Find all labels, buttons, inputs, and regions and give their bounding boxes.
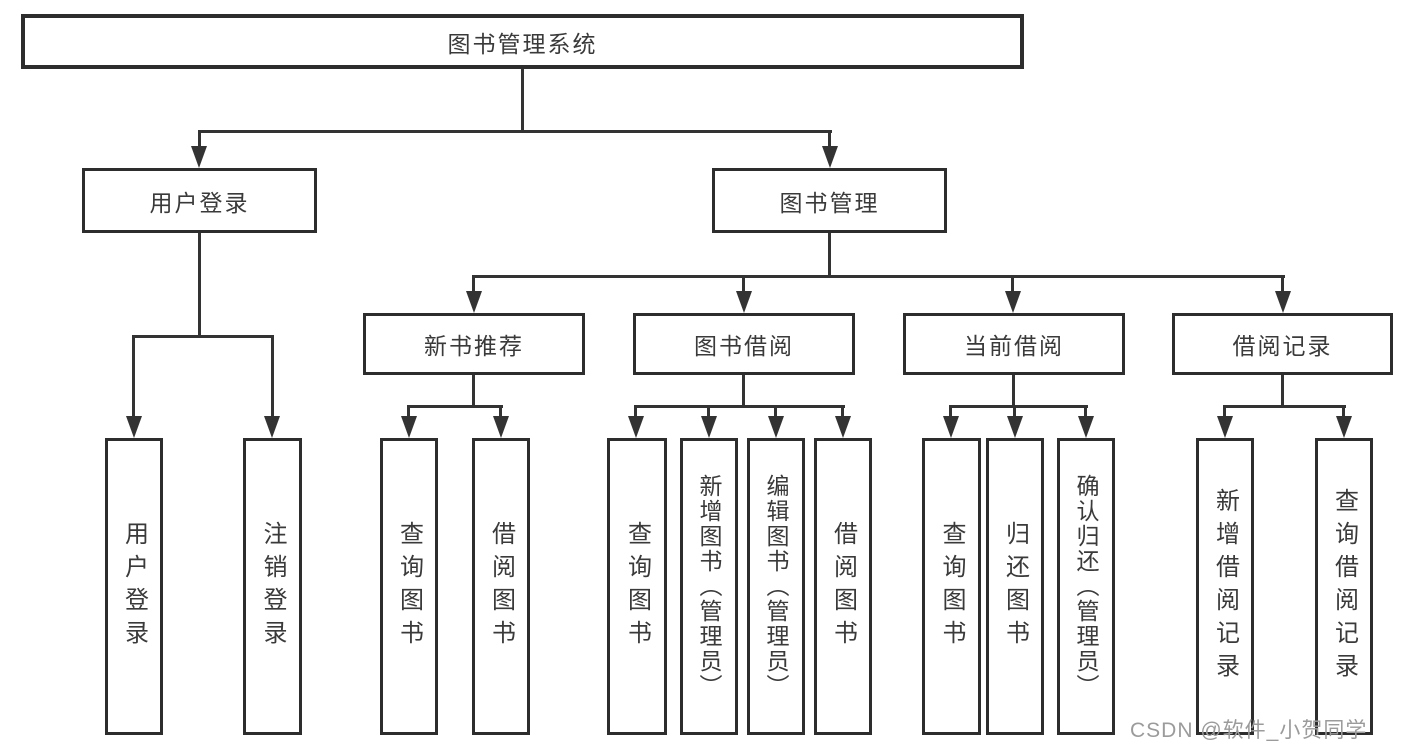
connector-line: [198, 233, 201, 335]
connector-line: [1012, 375, 1015, 405]
leaf-edit-book-admin: 编辑图书（管理员）: [747, 438, 805, 735]
leaf-confirm-return-admin: 确认归还（管理员）: [1057, 438, 1115, 735]
leaf-query-borrow-record-label: 查询借阅记录: [1330, 487, 1358, 686]
leaf-logout: 注销登录: [243, 438, 302, 735]
leaf-edit-book-admin-label: 编辑图书（管理员）: [763, 474, 789, 699]
connector-line: [1224, 405, 1346, 408]
leaf-query-book-current-label: 查询图书: [938, 520, 965, 653]
node-borrow-records: 借阅记录: [1172, 313, 1393, 375]
csdn-watermark: CSDN @软件_小贺同学: [1130, 719, 1368, 742]
connector-line: [408, 405, 503, 408]
connector-arrowhead: [1007, 416, 1023, 438]
leaf-query-book-borrowing-label: 查询图书: [623, 520, 651, 653]
connector-arrowhead: [264, 416, 280, 438]
leaf-return-book: 归还图书: [986, 438, 1044, 735]
leaf-query-book-recommend: 查询图书: [380, 438, 438, 735]
connector-arrowhead: [835, 416, 851, 438]
connector-line: [774, 405, 777, 420]
connector-line: [635, 405, 845, 408]
leaf-add-book-admin: 新增图书（管理员）: [680, 438, 738, 735]
connector-line: [1342, 405, 1345, 420]
node-borrow-records-label: 借阅记录: [1232, 333, 1333, 359]
leaf-borrow-book: 借阅图书: [814, 438, 872, 735]
leaf-logout-label: 注销登录: [259, 520, 286, 653]
leaf-user-login: 用户登录: [105, 438, 163, 735]
connector-line: [1223, 405, 1226, 420]
connector-line: [198, 130, 832, 133]
connector-line: [521, 69, 524, 130]
node-book-borrowing-label: 图书借阅: [694, 333, 794, 359]
connector-line: [271, 335, 274, 420]
connector-line: [1281, 375, 1284, 405]
node-new-book-recommend: 新书推荐: [363, 313, 585, 375]
connector-line: [132, 335, 135, 420]
leaf-query-borrow-record: 查询借阅记录: [1315, 438, 1373, 735]
leaf-add-borrow-record: 新增借阅记录: [1196, 438, 1254, 735]
node-book-management-label: 图书管理: [779, 189, 880, 216]
node-root-system: 图书管理系统: [21, 14, 1024, 69]
connector-line: [950, 405, 1088, 408]
connector-arrowhead: [701, 416, 717, 438]
connector-line: [472, 275, 475, 295]
connector-arrowhead: [466, 291, 482, 313]
connector-line: [742, 275, 745, 295]
node-new-book-recommend-label: 新书推荐: [424, 333, 524, 359]
connector-line: [499, 405, 502, 420]
connector-arrowhead: [943, 416, 959, 438]
node-book-management: 图书管理: [712, 168, 947, 233]
leaf-return-book-label: 归还图书: [1001, 520, 1029, 653]
connector-arrowhead: [126, 416, 142, 438]
connector-arrowhead: [1336, 416, 1352, 438]
connector-arrowhead: [1217, 416, 1233, 438]
connector-line: [707, 405, 710, 420]
connector-line: [841, 405, 844, 420]
connector-line: [1011, 275, 1014, 295]
leaf-borrow-book-recommend: 借阅图书: [472, 438, 530, 735]
connector-line: [1013, 405, 1016, 420]
connector-line: [198, 130, 201, 150]
leaf-user-login-label: 用户登录: [120, 520, 148, 653]
leaf-add-book-admin-label: 新增图书（管理员）: [696, 474, 722, 699]
connector-line: [1281, 275, 1284, 295]
connector-line: [828, 130, 831, 150]
connector-line: [634, 405, 637, 420]
connector-arrowhead: [1275, 291, 1291, 313]
node-book-borrowing: 图书借阅: [633, 313, 855, 375]
connector-arrowhead: [493, 416, 509, 438]
leaf-confirm-return-admin-label: 确认归还（管理员）: [1073, 474, 1099, 699]
node-user-login-label: 用户登录: [149, 189, 250, 216]
connector-arrowhead: [1005, 291, 1021, 313]
connector-arrowhead: [191, 146, 207, 168]
node-current-borrowing: 当前借阅: [903, 313, 1125, 375]
connector-arrowhead: [401, 416, 417, 438]
connector-arrowhead: [628, 416, 644, 438]
connector-line: [949, 405, 952, 420]
connector-arrowhead: [822, 146, 838, 168]
connector-line: [472, 375, 475, 405]
connector-line: [1084, 405, 1087, 420]
connector-arrowhead: [736, 291, 752, 313]
connector-line: [133, 335, 274, 338]
node-root-system-label: 图书管理系统: [447, 30, 598, 57]
node-current-borrowing-label: 当前借阅: [964, 333, 1064, 359]
leaf-query-book-borrowing: 查询图书: [607, 438, 667, 735]
connector-line: [828, 233, 831, 275]
connector-line: [407, 405, 410, 420]
leaf-query-book-current: 查询图书: [922, 438, 981, 735]
leaf-borrow-book-label: 借阅图书: [829, 520, 857, 653]
connector-line: [473, 275, 1285, 278]
connector-arrowhead: [768, 416, 784, 438]
leaf-borrow-book-recommend-label: 借阅图书: [487, 520, 515, 653]
leaf-add-borrow-record-label: 新增借阅记录: [1211, 487, 1239, 686]
connector-arrowhead: [1078, 416, 1094, 438]
connector-line: [742, 375, 745, 405]
leaf-query-book-recommend-label: 查询图书: [395, 520, 423, 653]
node-user-login: 用户登录: [82, 168, 317, 233]
